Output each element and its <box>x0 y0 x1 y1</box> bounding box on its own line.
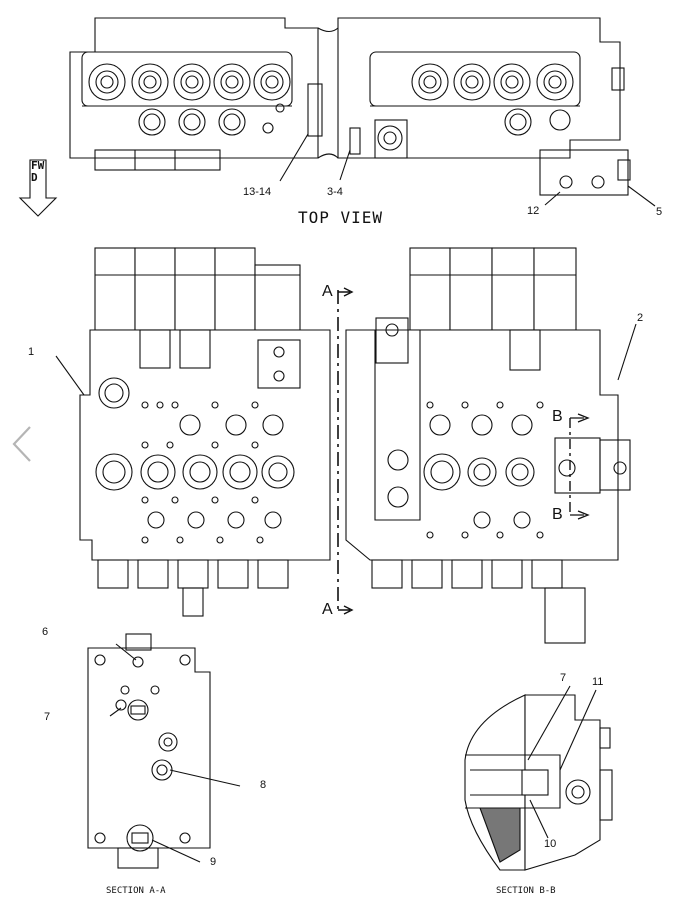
callout-8: 8 <box>260 779 267 791</box>
callout-12: 12 <box>527 205 540 217</box>
section-mark-b-top: B <box>552 408 563 425</box>
section-mark-a-top: A <box>322 283 333 300</box>
right-port-pattern <box>374 317 631 539</box>
callout-5: 5 <box>656 206 663 218</box>
callout-7-section-aa: 7 <box>44 711 51 723</box>
fwd-label: FWD <box>31 159 45 184</box>
callout-6: 6 <box>42 626 49 638</box>
front-view-assembly <box>55 247 637 644</box>
callout-3-4: 3-4 <box>327 186 343 198</box>
top-view-assembly <box>69 17 656 207</box>
section-aa-drawing <box>87 633 241 869</box>
fwd-arrow-icon <box>18 159 58 217</box>
top-view-title: TOP VIEW <box>298 208 384 227</box>
bottom-caps <box>97 559 586 644</box>
section-bb-drawing <box>464 685 613 871</box>
top-left-fittings <box>88 63 291 136</box>
callout-1: 1 <box>28 346 35 358</box>
section-bb-title: SECTION B-B <box>496 886 556 896</box>
callout-7-section-bb: 7 <box>560 672 567 684</box>
callout-13-14: 13-14 <box>243 186 272 198</box>
section-aa-title: SECTION A-A <box>106 886 166 896</box>
chevron-left-icon[interactable] <box>8 422 36 466</box>
left-port-pattern <box>95 329 301 544</box>
top-right-fittings <box>374 63 574 159</box>
callout-2: 2 <box>637 312 644 324</box>
callout-10: 10 <box>544 838 557 850</box>
section-mark-b-bottom: B <box>552 506 563 523</box>
section-mark-a-bottom: A <box>322 601 333 618</box>
callout-9: 9 <box>210 856 217 868</box>
callout-11: 11 <box>592 676 604 688</box>
chevron-left-glyph <box>12 426 31 462</box>
